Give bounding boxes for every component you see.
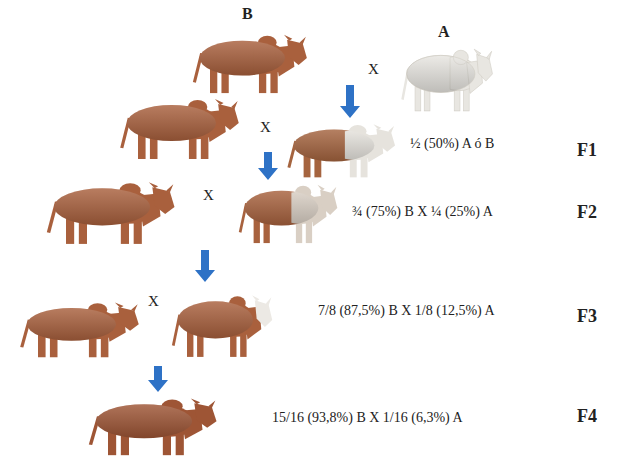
f2-crossbred <box>240 185 337 243</box>
breed-b-bull <box>22 302 139 357</box>
cross-symbol: X <box>260 118 271 136</box>
cross-symbol: X <box>203 186 214 204</box>
generation-label: F4 <box>577 406 597 428</box>
f1-crossbred <box>289 124 395 177</box>
breed-label: A <box>438 22 450 41</box>
breed-b-bull <box>49 182 175 244</box>
generation-label: F1 <box>577 140 597 162</box>
generation-label: F2 <box>577 202 597 224</box>
cross-symbol: X <box>148 292 159 310</box>
f3-crossbred <box>173 295 272 357</box>
down-arrow <box>148 366 168 392</box>
down-arrow <box>258 152 278 180</box>
down-arrow <box>195 250 215 282</box>
generation-label: F3 <box>577 306 597 328</box>
cross-symbol: X <box>368 60 379 78</box>
f4-crossbred <box>91 399 217 456</box>
composition-label: 15/16 (93,8%) B X 1/16 (6,3%) A <box>272 410 463 427</box>
breed-b-bull <box>122 99 239 159</box>
composition-label: ½ (50%) A ó B <box>410 136 494 153</box>
breed-a-bull <box>403 49 493 111</box>
composition-label: 7/8 (87,5%) B X 1/8 (12,5%) A <box>318 303 495 320</box>
down-arrow <box>340 85 360 118</box>
breed-b-bull <box>194 35 307 93</box>
breed-label: B <box>242 4 253 23</box>
composition-label: ¾ (75%) B X ¼ (25%) A <box>352 204 493 221</box>
